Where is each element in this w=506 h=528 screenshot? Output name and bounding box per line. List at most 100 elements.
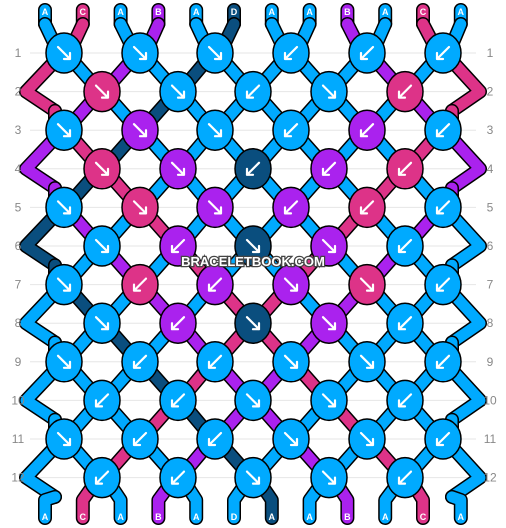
- knot: [424, 263, 462, 306]
- knot: [386, 379, 424, 422]
- knot: [196, 263, 234, 306]
- arrow-down-left-icon: [435, 431, 451, 447]
- top-strand-label: A: [382, 7, 389, 17]
- arrow-down-right-icon: [321, 316, 337, 331]
- knot: [348, 263, 386, 306]
- top-strand-label: A: [458, 7, 465, 17]
- knot: [196, 418, 234, 460]
- knot: [159, 379, 197, 422]
- row-number-left: 10: [11, 393, 25, 407]
- row-number-right: 5: [487, 200, 494, 214]
- arrow-down-right-icon: [245, 316, 261, 331]
- knot: [196, 109, 234, 151]
- knot: [196, 32, 234, 74]
- knot: [45, 263, 83, 306]
- arrow-down-right-icon: [94, 316, 110, 331]
- row-number-right: 12: [483, 471, 497, 485]
- arrow-down-left-icon: [283, 45, 299, 61]
- edge-strand: [20, 364, 61, 426]
- knot: [424, 341, 462, 383]
- knot: [45, 186, 83, 229]
- row-number-left: 7: [15, 278, 22, 292]
- knot: [310, 225, 348, 267]
- knot: [83, 456, 121, 499]
- knot: [424, 109, 462, 151]
- row-number-left: 1: [15, 46, 22, 60]
- arrow-down-left-icon: [397, 316, 413, 331]
- knot: [159, 148, 197, 190]
- knot: [121, 186, 159, 229]
- arrow-down-left-icon: [132, 354, 148, 369]
- arrow-down-left-icon: [207, 277, 223, 292]
- bottom-end: [39, 491, 61, 524]
- bottom-strand-label: A: [117, 512, 124, 522]
- top-strand-label: C: [80, 7, 87, 17]
- knot: [386, 70, 424, 113]
- knot: [196, 186, 234, 229]
- arrow-down-left-icon: [207, 354, 223, 369]
- arrow-down-right-icon: [283, 354, 299, 369]
- edge-strand: [20, 132, 61, 194]
- bottom-strand-label: A: [269, 512, 276, 522]
- knot: [348, 32, 386, 74]
- row-number-left: 5: [15, 200, 22, 214]
- arrow-down-left-icon: [435, 45, 451, 61]
- arrow-down-right-icon: [94, 84, 110, 99]
- arrow-down-left-icon: [170, 316, 186, 331]
- arrow-down-right-icon: [56, 45, 72, 61]
- bottom-strand-label: B: [155, 512, 162, 522]
- knot: [272, 109, 310, 151]
- knot: [83, 225, 121, 267]
- arrow-down-left-icon: [94, 470, 110, 485]
- arrow-down-right-icon: [245, 238, 261, 254]
- knot: [234, 148, 272, 190]
- knot: [121, 418, 159, 460]
- bottom-strand-label: A: [458, 512, 465, 522]
- arrow-down-left-icon: [283, 123, 299, 138]
- edge-strand: [446, 209, 486, 271]
- knot: [348, 418, 386, 460]
- knot: [45, 109, 83, 151]
- row-number-left: 12: [11, 471, 25, 485]
- knot: [83, 379, 121, 422]
- arrow-down-right-icon: [321, 238, 337, 254]
- arrow-down-right-icon: [170, 161, 186, 176]
- arrow-down-left-icon: [397, 238, 413, 254]
- row-number-right: 7: [487, 278, 494, 292]
- row-number-left: 6: [15, 239, 22, 253]
- knot: [272, 418, 310, 460]
- row-number-left: 8: [15, 316, 22, 330]
- row-number-left: 3: [15, 123, 22, 137]
- knot: [310, 456, 348, 499]
- bottom-end: [446, 491, 467, 524]
- knot: [234, 456, 272, 499]
- arrow-down-right-icon: [170, 84, 186, 99]
- arrow-down-left-icon: [397, 161, 413, 176]
- top-strand-label: A: [269, 7, 276, 17]
- knot: [234, 225, 272, 267]
- arrow-down-left-icon: [359, 45, 375, 61]
- watermark: BRACELETBOOK.COM: [181, 254, 325, 269]
- arrow-down-right-icon: [359, 277, 375, 292]
- knot: [234, 379, 272, 422]
- arrow-down-right-icon: [321, 84, 337, 99]
- knot: [424, 32, 462, 74]
- arrow-down-left-icon: [435, 354, 451, 369]
- knot: [159, 456, 197, 499]
- knot: [121, 32, 159, 74]
- bottom-strand-label: A: [382, 512, 389, 522]
- knot: [348, 341, 386, 383]
- arrow-down-right-icon: [56, 354, 72, 369]
- top-strand-label: A: [306, 7, 313, 17]
- top-strand-label: A: [117, 7, 124, 17]
- row-number-right: 8: [487, 316, 494, 330]
- arrow-down-right-icon: [207, 45, 223, 61]
- arrow-down-left-icon: [170, 393, 186, 408]
- arrow-down-left-icon: [397, 393, 413, 408]
- arrow-down-left-icon: [245, 84, 261, 99]
- arrow-down-left-icon: [359, 123, 375, 138]
- knot: [386, 456, 424, 499]
